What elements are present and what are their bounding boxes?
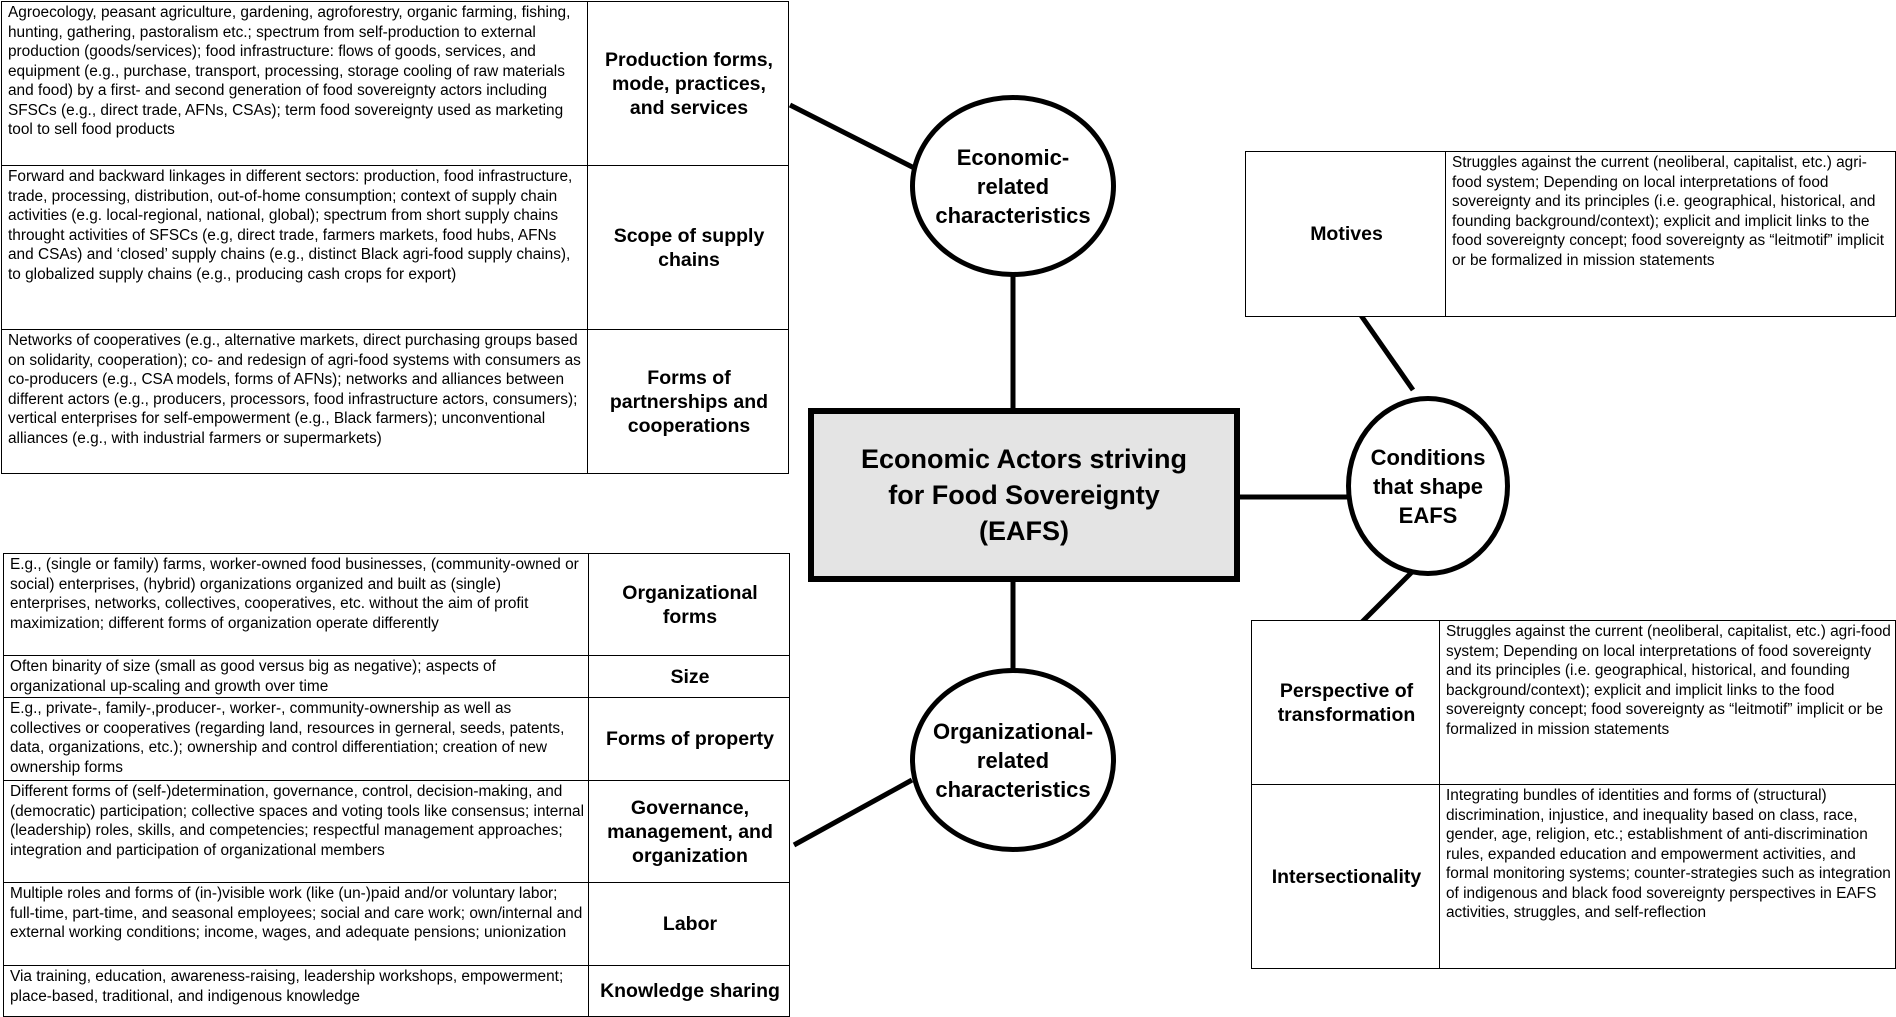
center-title-box: Economic Actors striving for Food Sovere… — [808, 408, 1240, 582]
governance-heading: Governance, management, and organization — [588, 780, 790, 883]
table-row: Often binarity of size (small as good ve… — [3, 655, 790, 698]
table-row: Intersectionality Integrating bundles of… — [1251, 784, 1896, 969]
economic-characteristics-table: Agroecology, peasant agriculture, garden… — [1, 1, 789, 474]
size-description: Often binarity of size (small as good ve… — [3, 655, 589, 698]
table-row: Multiple roles and forms of (in-)visible… — [3, 882, 790, 966]
labor-heading: Labor — [588, 882, 790, 966]
size-heading: Size — [588, 655, 790, 698]
knowledge-sharing-heading: Knowledge sharing — [588, 965, 790, 1017]
perspective-heading: Perspective of transformation — [1251, 620, 1440, 785]
table-row: Networks of cooperatives (e.g., alternat… — [1, 329, 789, 474]
partnerships-heading: Forms of partnerships and cooperations — [587, 329, 789, 474]
conditions-circle: Conditions that shape EAFS — [1346, 396, 1510, 576]
forms-of-property-heading: Forms of property — [588, 697, 790, 781]
intersectionality-heading: Intersectionality — [1251, 784, 1440, 969]
production-forms-description: Agroecology, peasant agriculture, garden… — [1, 1, 588, 166]
table-row: E.g., private-, family-,producer-, worke… — [3, 697, 790, 781]
connector-conditions-to-perspective — [1360, 564, 1420, 624]
table-row: Via training, education, awareness-raisi… — [3, 965, 790, 1017]
table-row: Different forms of (self-)determination,… — [3, 780, 790, 883]
partnerships-description: Networks of cooperatives (e.g., alternat… — [1, 329, 588, 474]
connector-conditions-to-motives — [1357, 312, 1416, 392]
economic-characteristics-circle: Economic- related characteristics — [910, 95, 1116, 277]
organizational-forms-heading: Organizational forms — [588, 553, 790, 656]
table-row: Motives Struggles against the current (n… — [1245, 151, 1896, 317]
labor-description: Multiple roles and forms of (in-)visible… — [3, 882, 589, 966]
table-row: Agroecology, peasant agriculture, garden… — [1, 1, 789, 166]
knowledge-sharing-description: Via training, education, awareness-raisi… — [3, 965, 589, 1017]
motives-table: Motives Struggles against the current (n… — [1245, 151, 1896, 317]
production-forms-heading: Production forms, mode, practices, and s… — [587, 1, 789, 166]
connector-organizational-to-table — [792, 777, 914, 848]
organizational-forms-description: E.g., (single or family) farms, worker-o… — [3, 553, 589, 656]
motives-heading: Motives — [1245, 151, 1446, 317]
table-row: Perspective of transformation Struggles … — [1251, 620, 1896, 785]
connector-economic-to-table — [788, 102, 930, 178]
governance-description: Different forms of (self-)determination,… — [3, 780, 589, 883]
supply-chains-heading: Scope of supply chains — [587, 165, 789, 330]
organizational-characteristics-circle: Organizational- related characteristics — [910, 668, 1116, 852]
perspective-description: Struggles against the current (neolibera… — [1439, 620, 1896, 785]
supply-chains-description: Forward and backward linkages in differe… — [1, 165, 588, 330]
forms-of-property-description: E.g., private-, family-,producer-, worke… — [3, 697, 589, 781]
organizational-characteristics-table: E.g., (single or family) farms, worker-o… — [3, 553, 790, 1017]
conditions-table: Perspective of transformation Struggles … — [1251, 620, 1896, 969]
table-row: E.g., (single or family) farms, worker-o… — [3, 553, 790, 656]
table-row: Forward and backward linkages in differe… — [1, 165, 789, 330]
intersectionality-description: Integrating bundles of identities and fo… — [1439, 784, 1896, 969]
motives-description: Struggles against the current (neolibera… — [1445, 151, 1896, 317]
